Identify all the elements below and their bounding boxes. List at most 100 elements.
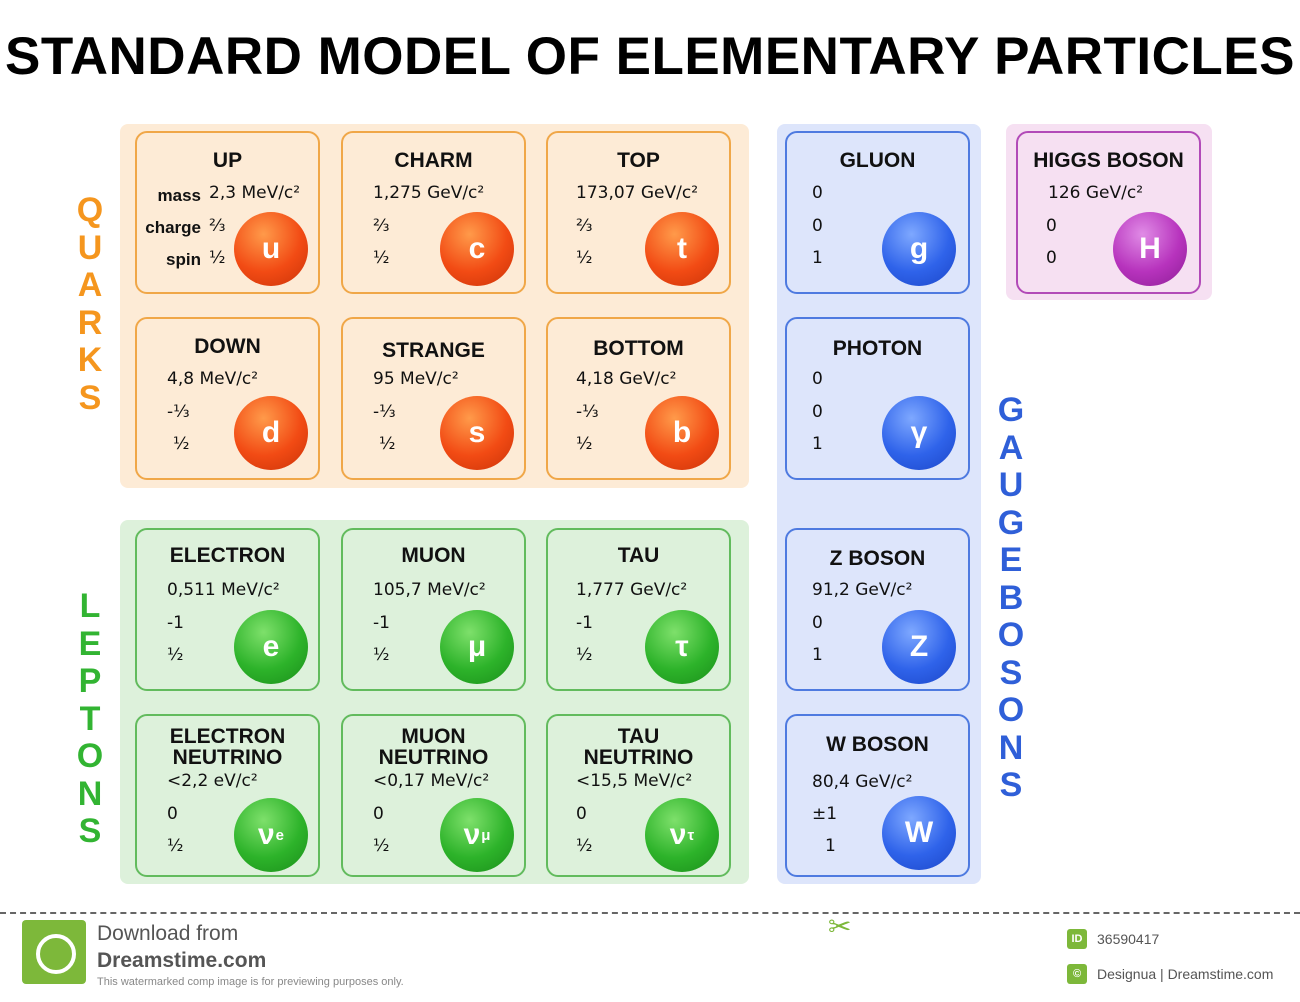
label-letter: S (78, 378, 102, 417)
mass-value: <15,5 MeV/c² (576, 771, 693, 791)
charge-value: 0 (167, 804, 178, 824)
spin-value: ½ (173, 434, 190, 454)
label-letter: O (997, 616, 1025, 654)
charge-value: 0 (812, 402, 823, 422)
particle-name-line1: ELECTRON (169, 725, 286, 748)
mass-value: 91,2 GeV/c² (812, 580, 913, 600)
charge-value: ±1 (812, 804, 838, 824)
higgs-boson-sphere: H (1113, 212, 1187, 286)
sphere-subscript: e (275, 826, 285, 844)
particle-name-line1: MUON (401, 725, 466, 748)
particle-card-photon: PHOTON 0 0 1 γ (785, 317, 970, 480)
particle-name: ELECTRON (169, 544, 286, 567)
charge-value: ⅔ (576, 216, 593, 236)
footer-download-text: Download from (97, 922, 239, 945)
particle-name: HIGGS BOSON (1033, 149, 1184, 172)
gluon-sphere: g (882, 212, 956, 286)
charge-value: -⅓ (167, 402, 190, 422)
top-quark-sphere: t (645, 212, 719, 286)
particle-card-muon: MUON 105,7 MeV/c² -1 ½ μ (341, 528, 526, 691)
sphere-symbol: ν (257, 818, 275, 851)
dreamstime-logo-icon (22, 920, 86, 984)
label-letter: L (79, 587, 101, 625)
charge-value: ⅔ (209, 216, 226, 236)
spin-value: ½ (167, 836, 184, 856)
particle-card-electron: ELECTRON 0,511 MeV/c² -1 ½ e (135, 528, 320, 691)
charge-value: 0 (576, 804, 587, 824)
charge-value: -⅓ (576, 402, 599, 422)
muon-sphere: μ (440, 610, 514, 684)
particle-name-line2: NEUTRINO (583, 746, 694, 769)
spin-value: 0 (1046, 248, 1057, 268)
particle-name: TOP (617, 149, 660, 172)
up-quark-sphere: u (234, 212, 308, 286)
mass-value: 0 (812, 183, 823, 203)
particle-name-line2: NEUTRINO (378, 746, 489, 769)
z-boson-sphere: Z (882, 610, 956, 684)
spin-value: ½ (209, 248, 226, 268)
particle-name-line2: NEUTRINO (172, 746, 283, 769)
charge-value: 0 (812, 216, 823, 236)
id-badge-icon: ID (1067, 929, 1087, 949)
mass-value: 1,777 GeV/c² (576, 580, 688, 600)
label-letter: A (77, 266, 103, 304)
label-letter: Q (76, 191, 104, 229)
charge-value: -1 (576, 613, 593, 633)
particle-name: STRANGE (382, 339, 485, 362)
footer-site-link[interactable]: Dreamstime.com (97, 949, 267, 972)
down-quark-sphere: d (234, 396, 308, 470)
page-title: STANDARD MODEL OF ELEMENTARY PARTICLES (4, 27, 1296, 86)
particle-name: CHARM (394, 149, 473, 172)
particle-name-line1: TAU (617, 725, 660, 748)
copyright-icon: © (1067, 964, 1087, 984)
label-letter: R (77, 303, 103, 342)
spin-value: 1 (812, 645, 823, 665)
sphere-symbol: ν (669, 818, 687, 851)
w-boson-sphere: W (882, 796, 956, 870)
spin-value: ½ (373, 645, 390, 665)
label-letter: E (999, 541, 1023, 579)
particle-card-tau: TAU 1,777 GeV/c² -1 ½ τ (546, 528, 731, 691)
mass-label: mass (157, 186, 201, 205)
spin-value: ½ (379, 434, 396, 454)
footer-watermark-note: This watermarked comp image is for previ… (97, 976, 404, 988)
particle-card-gluon: GLUON 0 0 1 g (785, 131, 970, 294)
label-letter: O (997, 691, 1025, 729)
label-letter: P (78, 662, 102, 700)
spin-value: 1 (812, 248, 823, 268)
label-letter: G (997, 391, 1025, 429)
mass-value: <0,17 MeV/c² (373, 771, 490, 791)
particle-card-strange: STRANGE 95 MeV/c² -⅓ ½ s (341, 317, 526, 480)
charge-value: -1 (167, 613, 184, 633)
spin-value: 1 (812, 434, 823, 454)
sphere-subscript: μ (481, 826, 491, 844)
mass-value: 80,4 GeV/c² (812, 772, 913, 792)
image-id: 36590417 (1097, 931, 1160, 947)
mass-value: 0 (812, 369, 823, 389)
charge-value: -1 (373, 613, 390, 633)
particle-name: GLUON (839, 149, 916, 172)
charge-value: -⅓ (373, 402, 396, 422)
tau-sphere: τ (645, 610, 719, 684)
mass-value: 2,3 MeV/c² (209, 183, 301, 203)
label-letter: A (998, 428, 1024, 467)
spin-value: ½ (576, 645, 593, 665)
spin-value: ½ (576, 434, 593, 454)
label-letter: K (77, 341, 103, 379)
label-letter: E (78, 624, 102, 663)
particle-name: MUON (401, 544, 466, 567)
mass-value: 0,511 MeV/c² (167, 580, 280, 600)
particle-card-top: TOP 173,07 GeV/c² ⅔ ½ t (546, 131, 731, 294)
photon-sphere: γ (882, 396, 956, 470)
charm-quark-sphere: c (440, 212, 514, 286)
particle-name: UP (212, 149, 243, 172)
charge-label: charge (145, 218, 201, 237)
label-letter: S (999, 766, 1023, 804)
particle-card-up: UP mass charge spin 2,3 MeV/c² ⅔ ½ u (135, 131, 320, 294)
spin-value: ½ (576, 836, 593, 856)
